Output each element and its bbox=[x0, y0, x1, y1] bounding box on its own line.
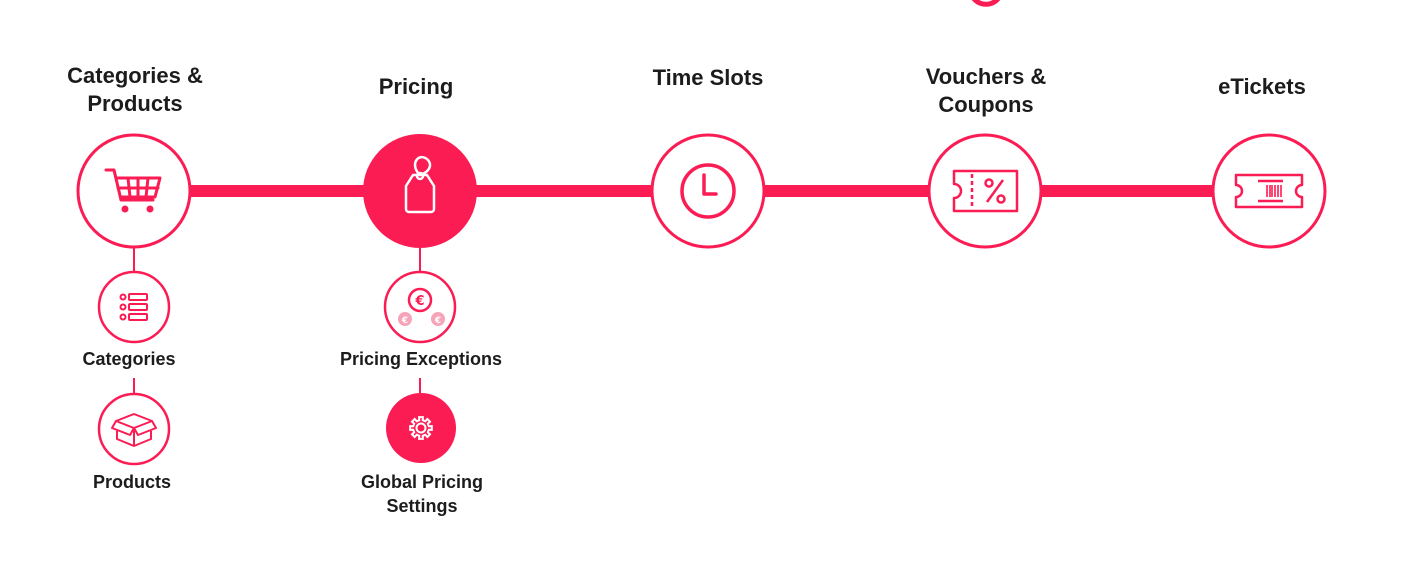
sub-step-pricing-exceptions[interactable]: € € € bbox=[383, 270, 457, 344]
clock-icon bbox=[680, 163, 736, 219]
step-vouchers-coupons[interactable] bbox=[927, 133, 1043, 249]
sub-step-label-pricing-exceptions: Pricing Exceptions bbox=[339, 349, 503, 369]
step-label-etickets: eTickets bbox=[1218, 74, 1306, 99]
voucher-percent-icon bbox=[952, 169, 1019, 213]
step-label-pricing: Pricing bbox=[378, 74, 454, 99]
list-icon bbox=[119, 293, 148, 321]
sub-step-label-categories: Categories bbox=[82, 349, 176, 369]
box-icon bbox=[111, 413, 157, 447]
svg-text:€: € bbox=[414, 294, 424, 309]
sub-step-categories[interactable] bbox=[97, 270, 171, 344]
euro-coins-icon: € € € bbox=[398, 287, 445, 326]
price-tag-icon bbox=[404, 155, 436, 214]
step-etickets[interactable] bbox=[1211, 133, 1327, 249]
svg-text:€: € bbox=[401, 316, 408, 326]
sub-step-products[interactable] bbox=[97, 392, 171, 466]
cart-icon bbox=[104, 168, 162, 213]
eticket-icon bbox=[1234, 173, 1304, 209]
sub-step-label-products: Products bbox=[92, 472, 171, 492]
step-label-categories-products: Categories & Products bbox=[67, 63, 203, 116]
step-categories-products[interactable] bbox=[76, 133, 192, 249]
step-label-time-slots: Time Slots bbox=[652, 65, 764, 90]
step-label-vouchers-coupons: Vouchers & Coupons bbox=[925, 64, 1047, 117]
gear-icon bbox=[409, 416, 433, 440]
sub-step-label-global-pricing-settings: Global Pricing Settings bbox=[360, 472, 484, 516]
step-time-slots[interactable] bbox=[650, 133, 766, 249]
cropped-arc-decoration bbox=[972, 0, 1000, 7]
svg-text:€: € bbox=[434, 316, 441, 326]
sub-step-global-pricing-settings[interactable] bbox=[386, 393, 456, 463]
step-pricing[interactable] bbox=[363, 134, 477, 248]
